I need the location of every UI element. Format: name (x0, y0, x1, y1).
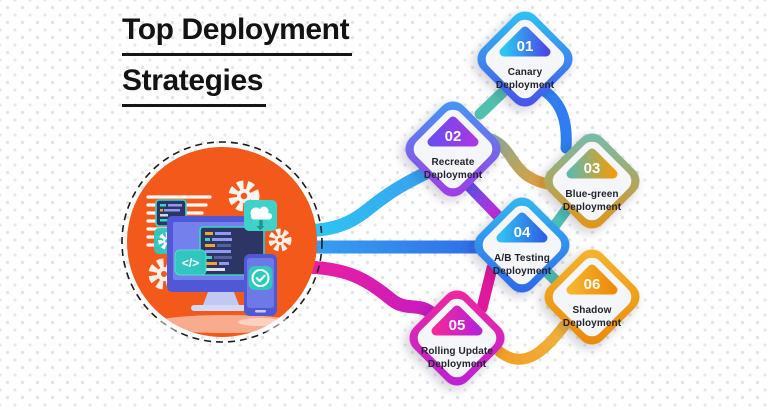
node-canary-deployment: 01 Canary Deployment (477, 11, 573, 107)
ground-shadow (150, 315, 302, 333)
node-number-badge: 02 (427, 116, 479, 147)
node-number: 04 (514, 224, 531, 241)
node-label-line2: Deployment (428, 359, 487, 370)
node-number-badge: 06 (566, 264, 618, 295)
node-label-line2: Deployment (493, 266, 552, 277)
node-number-badge: 04 (496, 212, 548, 243)
phone-icon (244, 254, 277, 316)
node-rolling-update-deployment: 05 Rolling Update Deployment (409, 290, 505, 386)
node-label-line1: Recreate (431, 157, 474, 168)
node-label-line1: A/B Testing (494, 253, 550, 264)
node-number: 05 (449, 317, 466, 334)
dashed-ring (121, 141, 323, 343)
connector-hub-to-recreate (293, 166, 433, 238)
node-label-line2: Deployment (563, 318, 622, 329)
gear-icon (268, 228, 292, 252)
deployment-illustration: </> (121, 141, 323, 343)
cloud-download-icon (244, 200, 277, 231)
node-label-line2: Deployment (563, 202, 622, 213)
svg-text:</>: </> (182, 256, 199, 270)
connector-rolling-shadow (494, 320, 570, 365)
node-number: 03 (584, 160, 601, 177)
gear-icon (228, 180, 260, 212)
connector-canary-recreate (474, 84, 511, 120)
node-recreate-deployment: 02 Recreate Deployment (405, 101, 501, 197)
node-number-badge: 01 (499, 26, 551, 57)
node-label-line1: Shadow (573, 305, 612, 316)
connector-canary-bluegreen (534, 82, 572, 154)
node-number-badge: 05 (431, 305, 483, 336)
node-shadow-deployment: 06 Shadow Deployment (544, 249, 640, 345)
node-label-line1: Canary (508, 67, 543, 78)
page-title: Top Deployment Strategies (122, 13, 353, 115)
connector-ab-rolling (476, 262, 498, 314)
node-number: 06 (584, 276, 601, 293)
code-icon: </> (174, 249, 207, 276)
title-line-1: Top Deployment (122, 13, 353, 56)
node-ab-testing-deployment: 04 A/B Testing Deployment (474, 197, 570, 293)
node-number: 01 (517, 38, 534, 55)
node-label-line2: Deployment (496, 80, 555, 91)
node-label-line1: Rolling Update (421, 346, 493, 357)
phone-shadow (238, 318, 282, 326)
node-label-line1: Blue-green (565, 189, 618, 200)
connector-recreate-ab (462, 179, 504, 222)
node-number: 02 (445, 128, 462, 145)
node-number-badge: 03 (566, 148, 618, 179)
node-label-line2: Deployment (424, 170, 483, 181)
connector-bluegreen-ab (550, 203, 573, 230)
title-line-2: Strategies (122, 64, 267, 107)
node-bluegreen-deployment: 03 Blue-green Deployment (544, 133, 640, 229)
connector-hub-to-rolling-update (293, 260, 437, 319)
